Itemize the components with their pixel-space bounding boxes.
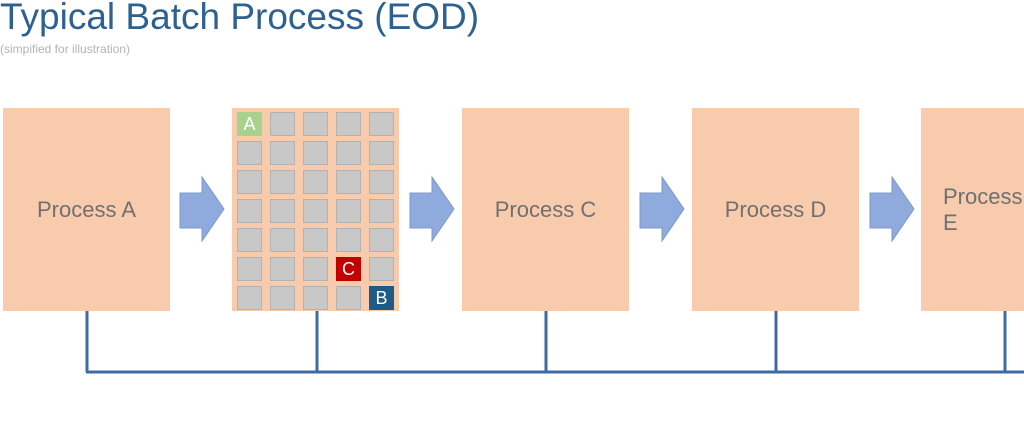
process-label: Process D bbox=[724, 196, 827, 222]
process-label: Process C bbox=[494, 196, 597, 222]
grid-cell bbox=[336, 112, 361, 136]
grid-cell bbox=[303, 257, 328, 281]
process-label: Process E bbox=[943, 183, 1023, 235]
process-e-box: Process E bbox=[921, 108, 1024, 311]
grid-cell bbox=[270, 112, 295, 136]
grid-cell bbox=[336, 141, 361, 165]
grid-cell-a: A bbox=[237, 112, 262, 136]
page-subtitle: (simpified for illustration) bbox=[0, 42, 131, 56]
arrow-right-icon bbox=[639, 175, 685, 243]
grid-cell bbox=[369, 228, 394, 252]
grid-cell-c: C bbox=[336, 257, 361, 281]
grid-cell bbox=[270, 141, 295, 165]
process-label: Process A bbox=[36, 196, 137, 222]
grid-cell bbox=[303, 228, 328, 252]
grid-cell bbox=[237, 286, 262, 310]
grid-cell-b: B bbox=[369, 286, 394, 310]
grid-cell bbox=[336, 170, 361, 194]
arrow-right-icon bbox=[409, 175, 455, 243]
grid-cell bbox=[369, 112, 394, 136]
arrow-right-icon bbox=[179, 175, 225, 243]
process-a-box: Process A bbox=[3, 108, 170, 311]
grid-cell bbox=[336, 286, 361, 310]
grid-cell bbox=[336, 228, 361, 252]
grid-cell bbox=[270, 199, 295, 223]
grid-cell bbox=[369, 141, 394, 165]
grid-cell bbox=[237, 141, 262, 165]
grid-cell bbox=[303, 286, 328, 310]
grid-cell bbox=[369, 257, 394, 281]
grid-cell bbox=[270, 228, 295, 252]
grid-cell bbox=[303, 112, 328, 136]
grid-cell bbox=[336, 199, 361, 223]
grid-cell bbox=[270, 257, 295, 281]
grid-cell bbox=[303, 141, 328, 165]
grid-cell bbox=[237, 228, 262, 252]
grid-cell bbox=[270, 170, 295, 194]
grid-cell bbox=[369, 170, 394, 194]
grid-cell bbox=[303, 199, 328, 223]
grid-cell bbox=[237, 170, 262, 194]
page-title: Typical Batch Process (EOD) bbox=[0, 0, 480, 37]
process-c-box: Process C bbox=[462, 108, 629, 311]
grid-cell bbox=[237, 199, 262, 223]
arrow-right-icon bbox=[869, 175, 915, 243]
grid-cell bbox=[270, 286, 295, 310]
grid-cell bbox=[369, 199, 394, 223]
grid-cell bbox=[237, 257, 262, 281]
process-d-box: Process D bbox=[692, 108, 859, 311]
grid-cell bbox=[303, 170, 328, 194]
